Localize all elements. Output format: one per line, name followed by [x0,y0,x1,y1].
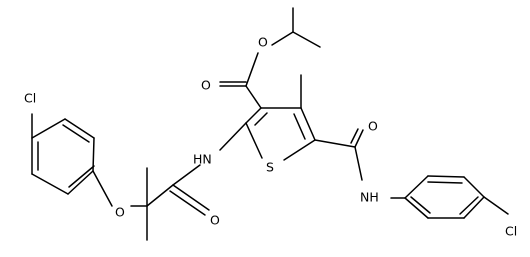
o-ether-label: O [115,205,125,220]
o-ester-carbonyl-label: O [201,78,211,93]
o-amide-left-label: O [210,213,220,228]
bond-lines [31,7,509,241]
cl-left-label: Cl [24,91,36,106]
nh-left-label: HN [193,152,212,167]
o-ester-single-label: O [258,35,268,50]
cl-right-label: Cl [505,224,517,239]
nh-right-label: NH [360,190,379,205]
s-ring-label: S [266,160,274,175]
o-amide-right-label: O [368,119,378,134]
